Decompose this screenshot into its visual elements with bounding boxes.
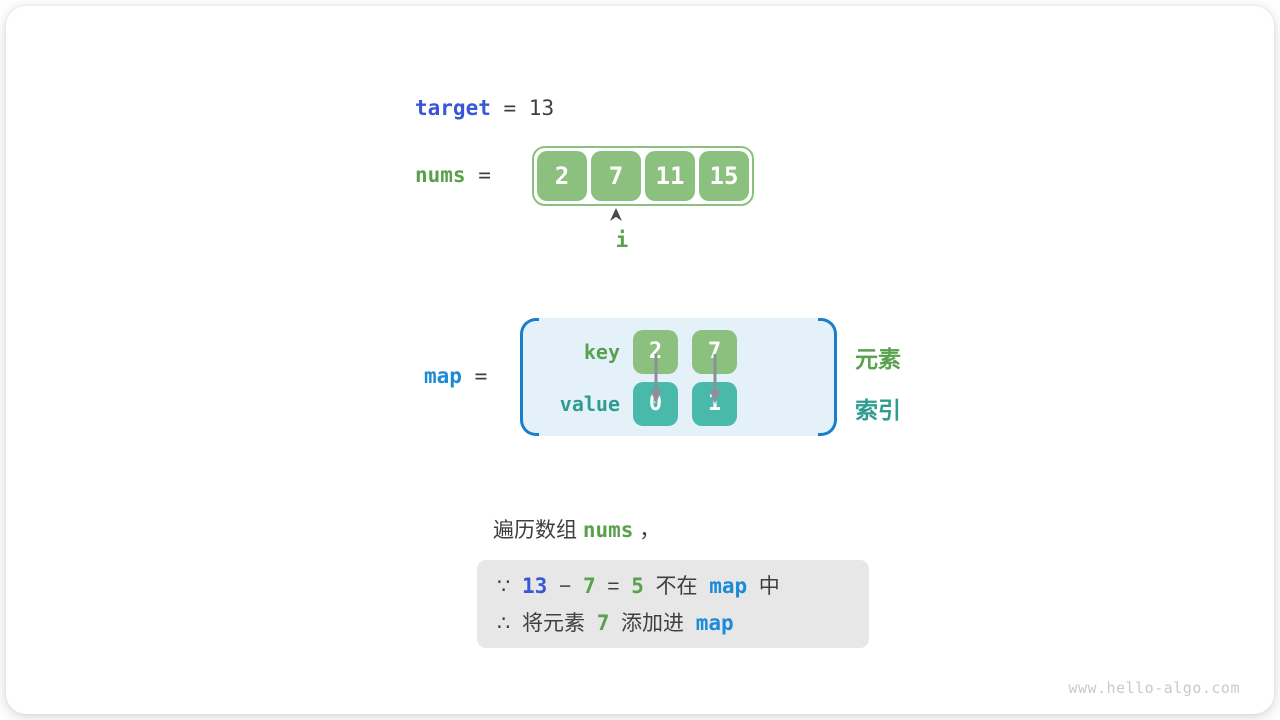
diagram-card: target = 13 nums = 2 7 11 15 i map = key… (6, 6, 1274, 714)
map-key-cell: 2 (633, 330, 678, 374)
map-bracket-right (818, 318, 837, 436)
watermark: www.hello-algo.com (1068, 679, 1240, 697)
reason-box: ∵ 13 − 7 = 5 不在 map 中 ∴ 将元素 7 添加进 map (477, 560, 869, 648)
caption-text: 遍历数组 (493, 519, 583, 542)
key-to-value-arrow-icon (709, 354, 721, 406)
target-value: 13 (522, 574, 548, 598)
index-pointer-icon (609, 208, 623, 222)
equals-token: = (461, 364, 488, 388)
equals-operator: = (595, 575, 632, 598)
array-cell: 7 (591, 151, 641, 201)
element-side-label: 元素 (855, 346, 901, 372)
map-value-row-label: value (559, 392, 620, 416)
map-token: map (424, 364, 462, 388)
nums-assignment-label: nums = (415, 163, 491, 187)
therefore-text: ∴ 将元素 (497, 612, 597, 635)
because-symbol: ∵ (497, 575, 523, 598)
minus-operator: − (547, 575, 583, 598)
map-key-row-label: key (583, 340, 620, 364)
map-token: map (695, 611, 734, 635)
add-into-text: 添加进 (609, 612, 696, 635)
reason-line-therefore: ∴ 将元素 7 添加进 map (497, 605, 869, 642)
equals-token: = (465, 163, 491, 187)
traverse-caption: 遍历数组 nums ， (493, 514, 660, 544)
key-to-value-arrow-icon (650, 354, 662, 406)
current-element: 7 (582, 574, 596, 598)
map-bracket-left (520, 318, 539, 436)
reason-line-because: ∵ 13 − 7 = 5 不在 map 中 (497, 568, 869, 605)
in-text: 中 (747, 575, 780, 598)
map-key-cell: 7 (692, 330, 737, 374)
array-cell: 11 (645, 151, 695, 201)
equals-token: = (490, 96, 529, 120)
current-element: 7 (596, 611, 610, 635)
target-value: 13 (528, 96, 555, 120)
not-in-text: 不在 (643, 575, 710, 598)
target-token: target (415, 96, 491, 120)
nums-token: nums (582, 518, 634, 542)
index-side-label: 索引 (855, 397, 901, 423)
map-token: map (709, 574, 748, 598)
array-cell: 15 (699, 151, 749, 201)
difference-value: 5 (631, 574, 644, 598)
index-pointer-label: i (615, 228, 629, 252)
map-container: key value 2 7 0 1 (520, 318, 837, 436)
target-assignment-line: target = 13 (415, 96, 554, 120)
array-cell: 2 (537, 151, 587, 201)
caption-comma: ， (633, 519, 661, 542)
nums-array: 2 7 11 15 (532, 146, 754, 206)
map-assignment-label: map = (424, 364, 487, 388)
nums-token: nums (415, 163, 466, 187)
